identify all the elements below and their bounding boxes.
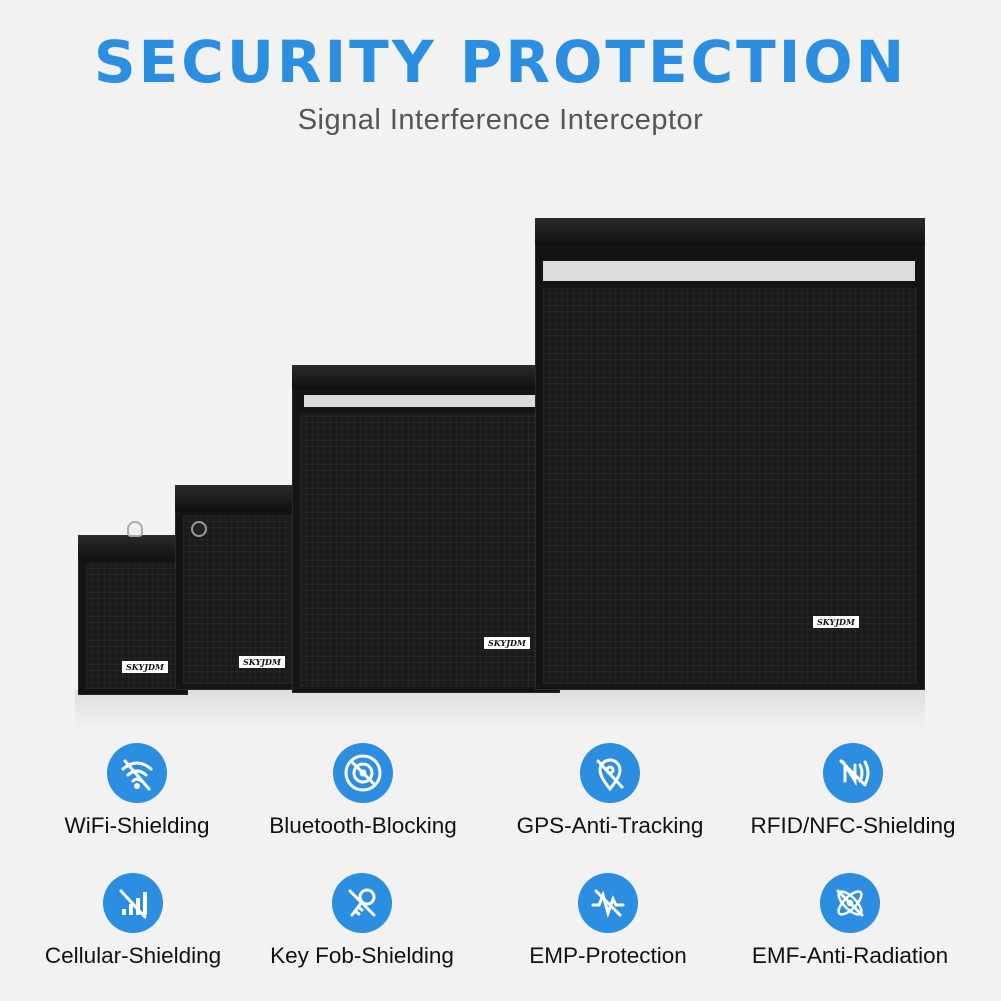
brand-logo: SKYJDM bbox=[813, 616, 859, 628]
feature-label: Bluetooth-Blocking bbox=[269, 813, 457, 838]
bag-tablet: SKYJDM bbox=[292, 365, 560, 693]
brand-logo: SKYJDM bbox=[484, 637, 530, 649]
bag-phone-pouch: SKYJDM bbox=[175, 485, 305, 690]
cellular-blocked-icon bbox=[103, 873, 163, 933]
nfc-blocked-icon bbox=[823, 743, 883, 803]
feature-gps: GPS-Anti-Tracking bbox=[490, 743, 730, 839]
brand-logo: SKYJDM bbox=[239, 656, 285, 668]
feature-label: Key Fob-Shielding bbox=[270, 943, 454, 968]
feature-cellular: Cellular-Shielding bbox=[13, 873, 253, 969]
feature-label: WiFi-Shielding bbox=[64, 813, 210, 838]
feature-emp: EMP-Protection bbox=[488, 873, 728, 969]
feature-wifi: WiFi-Shielding bbox=[17, 743, 257, 839]
feature-label: EMP-Protection bbox=[529, 943, 687, 968]
page-title: SECURITY PROTECTION bbox=[93, 28, 908, 96]
feature-label: Cellular-Shielding bbox=[44, 943, 222, 968]
brand-logo: SKYJDM bbox=[122, 661, 168, 673]
feature-label: GPS-Anti-Tracking bbox=[516, 813, 704, 838]
feature-keyfob: Key Fob-Shielding bbox=[242, 873, 482, 969]
emp-blocked-icon bbox=[578, 873, 638, 933]
bluetooth-blocked-icon bbox=[333, 743, 393, 803]
key-fob-blocked-icon bbox=[332, 873, 392, 933]
bag-small-key-pouch: SKYJDM bbox=[78, 521, 188, 695]
emf-blocked-icon bbox=[820, 873, 880, 933]
floor-reflection bbox=[75, 690, 925, 730]
wifi-blocked-icon bbox=[107, 743, 167, 803]
page-subtitle: Signal Interference Interceptor bbox=[297, 104, 704, 136]
feature-bluetooth: Bluetooth-Blocking bbox=[243, 743, 483, 839]
gps-blocked-icon bbox=[580, 743, 640, 803]
feature-rfid: RFID/NFC-Shielding bbox=[733, 743, 973, 839]
keyring-icon bbox=[127, 521, 143, 537]
feature-label: RFID/NFC-Shielding bbox=[750, 813, 956, 838]
grommet-icon bbox=[191, 521, 207, 537]
bag-laptop: SKYJDM bbox=[535, 218, 925, 690]
feature-label: EMF-Anti-Radiation bbox=[751, 943, 949, 968]
feature-emf: EMF-Anti-Radiation bbox=[730, 873, 970, 969]
